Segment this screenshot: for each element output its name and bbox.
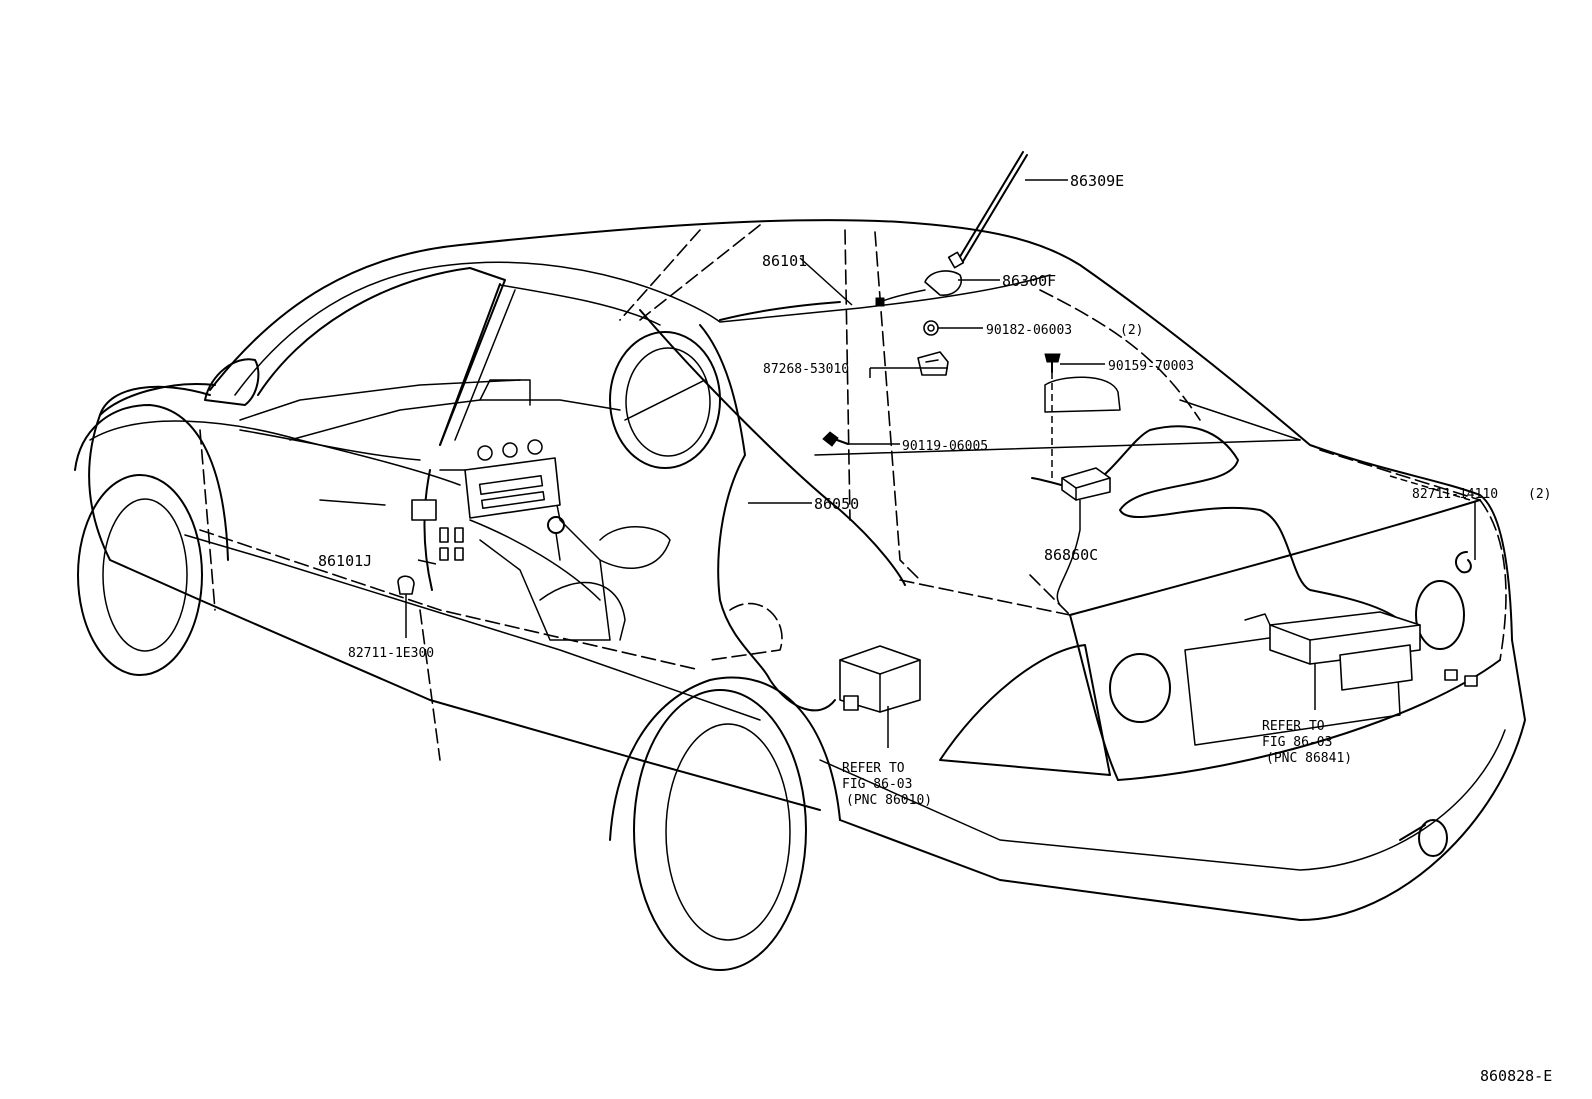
label-clamp-rear: 82711-14110 (1412, 487, 1498, 502)
label-antenna-rod: 86309E (1070, 172, 1124, 190)
cord-roof-wire (719, 301, 841, 321)
label-cord-dash: 86101J (318, 552, 372, 570)
ref-rear-line-1: REFER TO (1262, 719, 1325, 734)
ref-front-line-1: REFER TO (842, 761, 905, 776)
changer-rear (1244, 611, 1478, 691)
label-clamp-front: 82711-1E300 (348, 646, 434, 661)
callout-labels: 86309E 86300F 86101 90182-06003 (2) 8726… (318, 172, 1552, 1085)
tuner-box-front (839, 645, 921, 713)
clamp-rear (1455, 551, 1472, 574)
radio-unit (464, 439, 561, 519)
label-bolt-rear: 90159-70003 (1108, 359, 1194, 374)
cord-main-wire (699, 324, 836, 712)
bracket (917, 351, 949, 376)
antenna-base (875, 270, 962, 307)
figure-code: 860828-E (1480, 1067, 1552, 1085)
dash-connectors (411, 499, 464, 561)
leader-lines (405, 179, 1476, 748)
label-nut: 90182-06003 (986, 323, 1072, 338)
amplifier-box (1061, 467, 1111, 501)
label-bolt-front: 90119-06005 (902, 439, 988, 454)
label-cord-main: 86050 (814, 495, 859, 513)
label-nut-qty: (2) (1120, 323, 1143, 338)
antenna-cords (239, 301, 1421, 712)
ref-front-line-2: FIG 86-03 (842, 777, 912, 792)
label-amplifier: 86860C (1044, 546, 1098, 564)
cord-dash-wire (423, 469, 433, 591)
clamp-front (397, 575, 415, 595)
antenna-rod (947, 151, 1028, 269)
label-bracket: 87268-53010 (763, 362, 849, 377)
ref-rear-line-2: FIG 86-03 (1262, 735, 1332, 750)
ref-front-line-3: (PNC 86010) (846, 793, 932, 808)
car-body (74, 219, 1526, 971)
label-clamp-rear-qty: (2) (1528, 487, 1551, 502)
label-antenna-base: 86300F (1002, 272, 1056, 290)
bolt-rear (1044, 353, 1061, 373)
bolt-front (822, 431, 849, 447)
label-cord-roof: 86101 (762, 252, 807, 270)
cord-trunk-wire (1079, 425, 1421, 641)
nut (923, 320, 939, 336)
ref-rear-line-3: (PNC 86841) (1266, 751, 1352, 766)
